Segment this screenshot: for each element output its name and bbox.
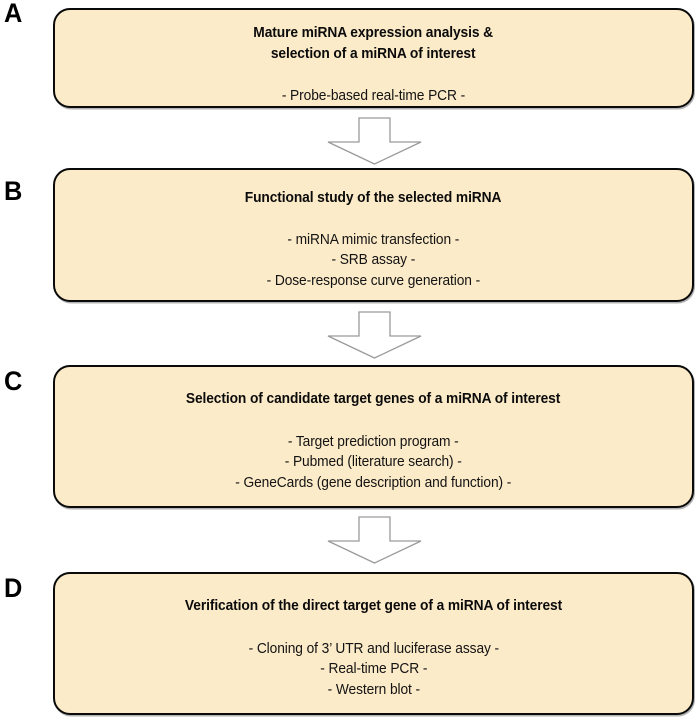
step-line: - Real-time PCR - xyxy=(319,661,428,678)
step-title-b: Functional study of the selected miRNA xyxy=(245,190,502,206)
down-arrow-icon xyxy=(327,117,422,165)
arrow-a-to-b xyxy=(327,117,422,165)
step-box-a: Mature miRNA expression analysis & selec… xyxy=(53,8,694,108)
arrow-b-to-c xyxy=(327,311,422,359)
step-lines-c: - Target prediction program - - Pubmed (… xyxy=(236,432,512,494)
step-title-a: Mature miRNA expression analysis & selec… xyxy=(253,25,494,62)
step-line: - Dose-response curve generation - xyxy=(266,273,481,290)
arrow-c-to-d xyxy=(327,516,422,564)
step-line: - GeneCards (gene description and functi… xyxy=(235,475,512,492)
down-arrow-icon xyxy=(327,311,422,359)
step-lines-d: - Cloning of 3’ UTR and luciferase assay… xyxy=(248,639,499,701)
step-line: - SRB assay - xyxy=(331,252,416,269)
step-line: - Probe-based real-time PCR - xyxy=(281,88,466,105)
step-line: - Western blot - xyxy=(327,682,420,699)
step-lines-b: - miRNA mimic transfection - - SRB assay… xyxy=(266,230,481,292)
step-line: - Target prediction program - xyxy=(288,433,459,450)
step-line: - Cloning of 3’ UTR and luciferase assay… xyxy=(248,640,499,657)
step-box-d: Verification of the direct target gene o… xyxy=(53,572,694,715)
down-arrow-icon xyxy=(327,516,422,564)
step-lines-a: - Probe-based real-time PCR - xyxy=(282,86,465,107)
step-title-d: Verification of the direct target gene o… xyxy=(184,598,563,614)
step-box-c: Selection of candidate target genes of a… xyxy=(53,365,694,508)
step-box-b: Functional study of the selected miRNA -… xyxy=(53,168,694,302)
step-line: - miRNA mimic transfection - xyxy=(287,231,460,248)
panel-label-a: A xyxy=(4,0,22,28)
panel-label-d: D xyxy=(4,573,22,603)
panel-label-b: B xyxy=(4,176,22,206)
step-line: - Pubmed (literature search) - xyxy=(284,454,463,471)
step-title-c: Selection of candidate target genes of a… xyxy=(186,391,561,407)
panel-label-c: C xyxy=(4,366,22,396)
